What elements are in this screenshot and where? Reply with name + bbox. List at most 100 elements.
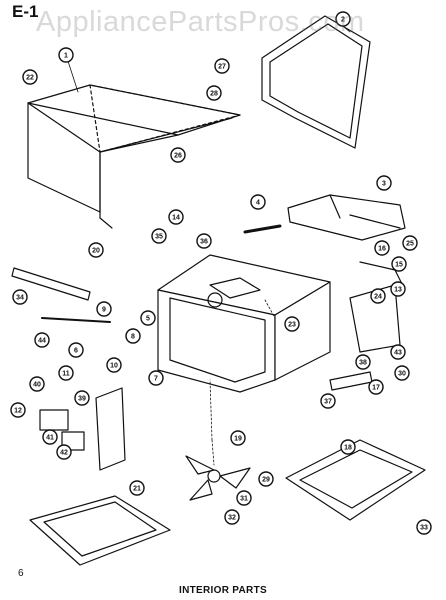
callout-bubble <box>390 281 406 297</box>
callout-bubble <box>402 235 418 251</box>
callout-bubble <box>374 240 390 256</box>
oven-cavity <box>157 254 331 393</box>
callout-number: 31 <box>240 496 248 503</box>
callout-bubble <box>106 357 122 373</box>
callout-number: 16 <box>378 246 386 253</box>
callout-number: 10 <box>110 363 118 370</box>
callout-bubble <box>68 342 84 358</box>
callout-14: 14 <box>168 209 184 225</box>
callout-bubble <box>58 47 74 63</box>
callout-bubble <box>394 365 410 381</box>
callout-bubble <box>284 316 300 332</box>
callout-number: 1 <box>64 53 68 60</box>
callout-33: 33 <box>416 519 432 535</box>
callout-bubble <box>250 194 266 210</box>
callout-38: 38 <box>355 354 371 370</box>
callout-number: 41 <box>46 435 54 442</box>
callout-27: 27 <box>214 58 230 74</box>
callout-number: 13 <box>394 287 402 294</box>
callout-number: 11 <box>62 371 70 378</box>
callout-6: 6 <box>68 342 84 358</box>
callout-number: 9 <box>102 307 106 314</box>
callout-34: 34 <box>12 289 28 305</box>
callout-number: 40 <box>33 382 41 389</box>
callout-3: 3 <box>376 175 392 191</box>
callout-bubble <box>391 256 407 272</box>
page-number: 6 <box>18 568 24 579</box>
callout-number: 4 <box>256 200 260 207</box>
callout-28: 28 <box>206 85 222 101</box>
callout-number: 29 <box>262 477 270 484</box>
callout-bubble <box>206 85 222 101</box>
callout-number: 37 <box>324 399 332 406</box>
callout-37: 37 <box>320 393 336 409</box>
callout-bubble <box>88 242 104 258</box>
callout-43: 43 <box>390 344 406 360</box>
callout-17: 17 <box>368 379 384 395</box>
top-strip <box>243 224 282 234</box>
callout-number: 23 <box>288 322 296 329</box>
callout-number: 33 <box>420 525 428 532</box>
callout-bubble <box>214 58 230 74</box>
callout-bubble <box>22 69 38 85</box>
callout-32: 32 <box>224 509 240 525</box>
rear-panel <box>261 15 371 149</box>
callout-number: 20 <box>92 248 100 255</box>
callout-9: 9 <box>96 301 112 317</box>
callout-24: 24 <box>370 288 386 304</box>
callout-bubble <box>390 344 406 360</box>
callout-4: 4 <box>250 194 266 210</box>
callout-number: 25 <box>406 241 414 248</box>
callout-number: 12 <box>14 408 22 415</box>
callout-number: 28 <box>210 91 218 98</box>
callout-16: 16 <box>374 240 390 256</box>
callout-bubble <box>320 393 336 409</box>
callout-layer: 1234567891011121314151617181920212223242… <box>10 11 432 535</box>
callout-29: 29 <box>258 471 274 487</box>
callout-12: 12 <box>10 402 26 418</box>
callout-bubble <box>34 332 50 348</box>
callout-11: 11 <box>58 365 74 381</box>
callout-number: 19 <box>234 436 242 443</box>
right-bracket-assembly <box>329 261 406 391</box>
callout-20: 20 <box>88 242 104 258</box>
callout-number: 42 <box>60 450 68 457</box>
watermark: AppliancePartsPros.com <box>36 6 365 38</box>
callout-bubble <box>370 288 386 304</box>
callout-bubble <box>58 365 74 381</box>
callout-40: 40 <box>29 376 45 392</box>
top-duct <box>287 194 406 241</box>
switch-bracket <box>39 387 126 471</box>
oven-tray <box>29 495 171 566</box>
callout-bubble <box>10 402 26 418</box>
callout-number: 30 <box>398 371 406 378</box>
callout-25: 25 <box>402 235 418 251</box>
callout-number: 38 <box>359 360 367 367</box>
callout-number: 35 <box>155 234 163 241</box>
callout-bubble <box>196 233 212 249</box>
callout-bubble <box>170 147 186 163</box>
callout-bubble <box>168 209 184 225</box>
callout-bubble <box>148 370 164 386</box>
callout-23: 23 <box>284 316 300 332</box>
callout-15: 15 <box>391 256 407 272</box>
callout-number: 18 <box>344 445 352 452</box>
callout-bubble <box>368 379 384 395</box>
callout-number: 43 <box>394 350 402 357</box>
callout-13: 13 <box>390 281 406 297</box>
callout-number: 2 <box>341 17 345 24</box>
callout-bubble <box>376 175 392 191</box>
callout-bubble <box>230 430 246 446</box>
drip-tray <box>285 439 426 521</box>
callout-22: 22 <box>22 69 38 85</box>
callout-1: 1 <box>58 47 74 63</box>
callout-number: 6 <box>74 348 78 355</box>
callout-bubble <box>258 471 274 487</box>
callout-bubble <box>29 376 45 392</box>
callout-number: 5 <box>146 316 150 323</box>
callout-number: 32 <box>228 515 236 522</box>
callout-number: 14 <box>172 215 180 222</box>
callout-bubble <box>140 310 156 326</box>
callout-number: 22 <box>26 75 34 82</box>
callout-7: 7 <box>148 370 164 386</box>
